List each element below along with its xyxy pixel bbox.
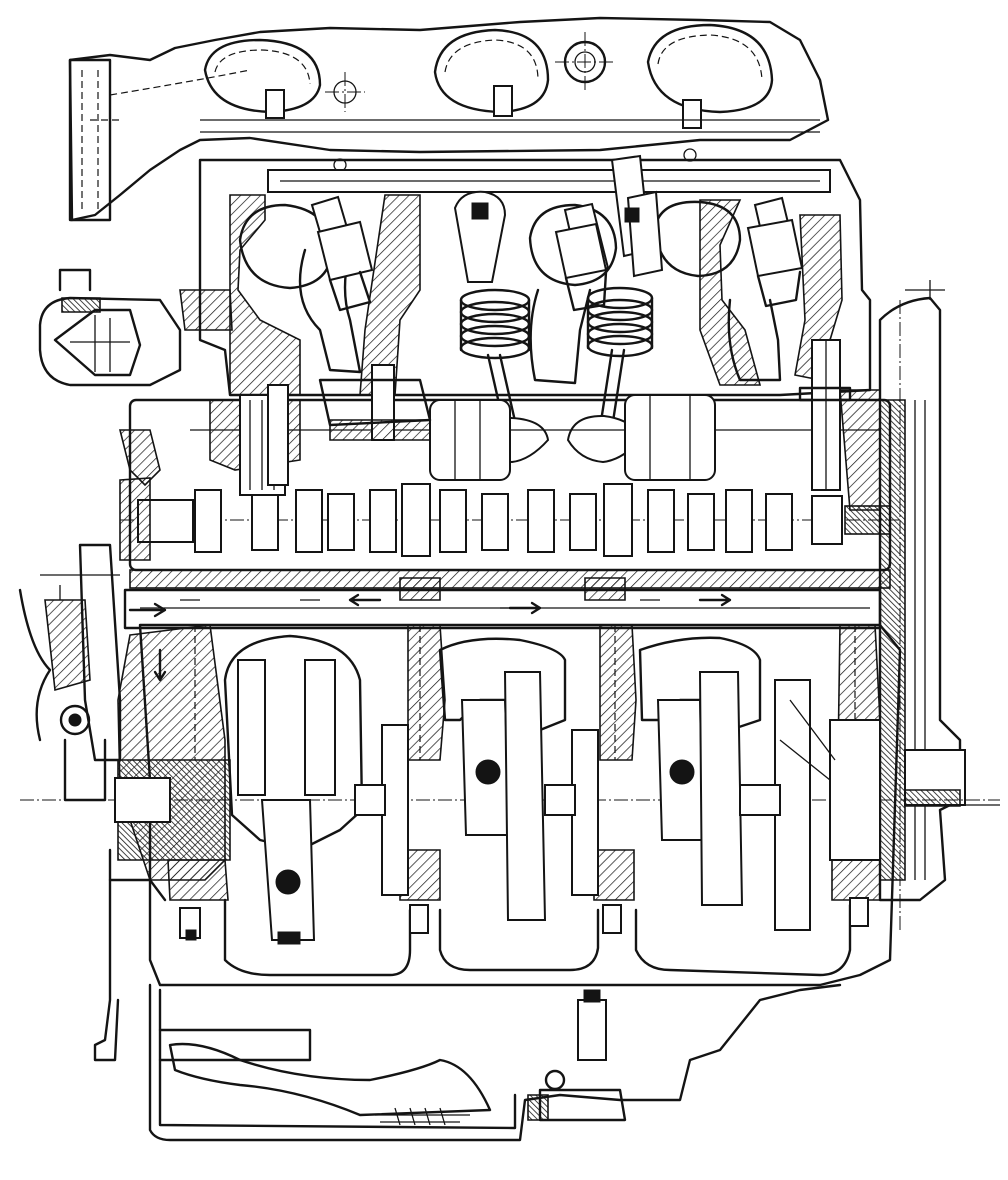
cam-lobe	[439, 489, 467, 553]
fuel-injector-2	[554, 202, 610, 312]
cam-lobe	[194, 489, 222, 553]
cam-lobe	[527, 489, 555, 553]
crank-throw-2	[381, 637, 599, 921]
crankshaft	[20, 634, 1000, 945]
cam-lobe	[251, 493, 279, 551]
fuel-injector-1	[310, 195, 374, 312]
crank-throw-4	[779, 699, 881, 861]
crankcase	[117, 623, 902, 987]
cam-lobe	[481, 493, 509, 551]
cam-lobe	[687, 493, 715, 551]
cam-lobe	[765, 493, 793, 551]
oil-flow-arrows	[128, 593, 732, 682]
cam-lobe	[569, 493, 597, 551]
valve-spring-2	[586, 286, 654, 358]
cylinder-head	[179, 158, 872, 397]
cam-lobe	[369, 489, 397, 553]
right-timing-cover	[798, 280, 966, 930]
camshaft	[119, 394, 900, 589]
fuel-injector-3	[746, 196, 804, 308]
timing-gear-assembly	[118, 364, 432, 496]
cam-lobe	[603, 483, 633, 557]
valve-spring-1	[459, 288, 531, 360]
cam-lobe	[401, 483, 431, 557]
cam-lobe	[295, 489, 323, 553]
crank-throw-3	[638, 636, 811, 931]
cam-lobe	[327, 493, 355, 551]
cam-lobe	[811, 495, 843, 545]
cam-lobe	[725, 489, 753, 553]
oil-pan	[148, 897, 869, 1142]
cam-lobe	[647, 489, 675, 553]
front-pulley-and-bracket	[18, 543, 167, 1062]
crank-throw-1	[223, 634, 364, 945]
intake-manifold	[68, 16, 830, 222]
left-filter-housing	[38, 268, 182, 387]
